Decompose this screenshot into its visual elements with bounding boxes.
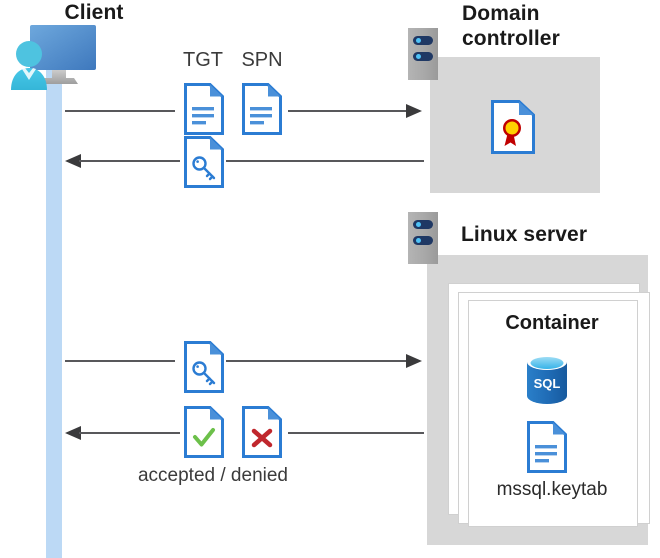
- keytab-filename-label: mssql.keytab: [496, 479, 608, 500]
- flow-3-line-right: [226, 360, 410, 362]
- flow-2-line-left: [79, 160, 180, 162]
- linux-server-icon: [408, 212, 438, 264]
- flow-3-arrowhead: [406, 354, 422, 368]
- flow-4-arrowhead: [65, 426, 81, 440]
- flow-2-arrowhead: [65, 154, 81, 168]
- sql-database-icon: SQL: [524, 352, 570, 411]
- domain-controller-label-line1: Domain: [462, 2, 540, 25]
- certificate-icon: [491, 100, 535, 154]
- flow-4-line-left: [79, 432, 180, 434]
- accepted-denied-caption: accepted / denied: [137, 465, 288, 486]
- cross-document-icon: [242, 406, 282, 458]
- flow-1-arrowhead: [406, 104, 422, 118]
- session-key-document-icon: [184, 341, 224, 398]
- certificate-document-icon: [491, 100, 535, 159]
- user-at-monitor-icon: [11, 25, 96, 90]
- flow-1-line-right: [288, 110, 410, 112]
- linux-server-label: Linux server: [461, 223, 588, 246]
- accepted-document-icon: [184, 406, 224, 463]
- sql-text: SQL: [534, 376, 561, 391]
- spn-label: SPN: [241, 49, 283, 71]
- page-title-client: Client: [34, 0, 154, 25]
- ticket-key-document-icon: [184, 136, 224, 193]
- key-document-icon: [184, 136, 224, 188]
- keytab-document-icon: [527, 421, 567, 478]
- tgt-document-icon: [184, 83, 224, 140]
- domain-controller-label-line2: controller: [462, 27, 560, 50]
- tgt-label: TGT: [183, 49, 223, 71]
- flow-3-line-left: [65, 360, 175, 362]
- container-label: Container: [505, 312, 599, 334]
- document-lines-icon: [527, 421, 567, 473]
- domain-controller-server-icon: [408, 28, 438, 80]
- client-lifeline: [46, 62, 62, 558]
- flow-1-line-left: [65, 110, 175, 112]
- document-lines-icon: [184, 83, 224, 135]
- spn-document-icon: [242, 83, 282, 140]
- denied-document-icon: [242, 406, 282, 463]
- client-icon: [8, 22, 112, 92]
- flow-2-line-right: [226, 160, 424, 162]
- client-label: Client: [64, 1, 124, 24]
- flow-4-line-right: [288, 432, 424, 434]
- container-card-front[interactable]: [468, 300, 638, 527]
- document-lines-icon: [242, 83, 282, 135]
- database-cylinder-icon: SQL: [527, 354, 567, 404]
- key-document-icon: [184, 341, 224, 393]
- checkmark-document-icon: [184, 406, 224, 458]
